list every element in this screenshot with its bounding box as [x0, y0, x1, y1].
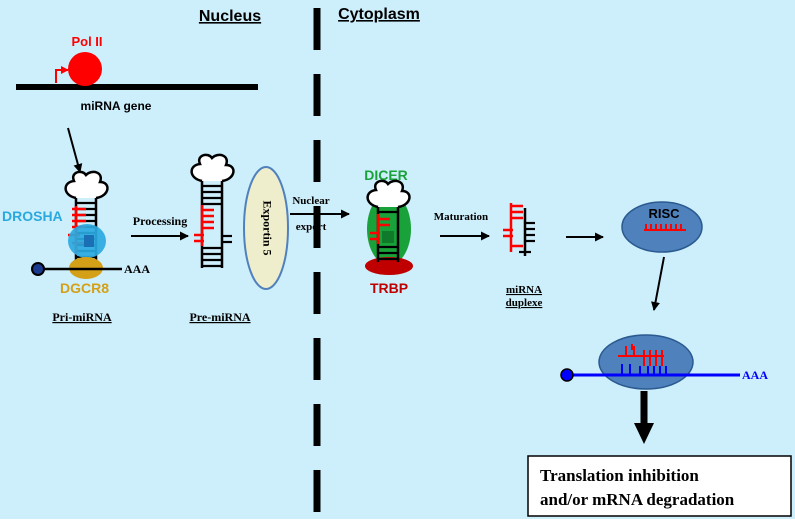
maturation-label: Maturation [434, 211, 488, 223]
exportin-5-label: Exportin 5 [260, 200, 274, 255]
gene-label: miRNA gene [81, 99, 152, 113]
trbp-label: TRBP [370, 280, 408, 296]
mrna-tail-label: AAA [742, 368, 768, 382]
pol-ii-circle [68, 52, 102, 86]
risc-target-complex [598, 334, 694, 390]
nucleus-header: Nucleus [199, 8, 261, 25]
risc-guide-strand [644, 224, 686, 231]
cytoplasm-header: Cytoplasm [338, 6, 420, 23]
duplex-label-line2: duplexe [506, 297, 543, 309]
duplex-label-line1: miRNA [506, 284, 542, 296]
drosha-core [84, 235, 94, 247]
export-label-line1: Nuclear [292, 195, 329, 207]
outcome-box [527, 455, 792, 517]
outcome-line2: and/or mRNA degradation [540, 490, 735, 509]
pre-mirna-name: Pre-miRNA [189, 310, 250, 324]
pre-mirna-structure [190, 153, 235, 268]
mirna-duplex [503, 203, 535, 256]
transcription-arrow [67, 127, 83, 173]
tss-arrow-icon [55, 66, 69, 83]
cap-circle [31, 262, 45, 276]
processing-label: Processing [133, 214, 187, 228]
pri-mirna-name: Pri-miRNA [52, 310, 112, 324]
outcome-arrow-head [634, 423, 654, 444]
pri-tail-label: AAA [124, 262, 150, 276]
exportin-5-protein [243, 166, 289, 290]
dicer-label: DICER [364, 167, 408, 183]
pol-ii-label: Pol II [71, 34, 102, 49]
mrna-cap-circle [560, 368, 574, 382]
risc-label: RISC [648, 206, 680, 221]
drosha-label: DROSHA [2, 208, 63, 224]
dgcr8-label: DGCR8 [60, 280, 109, 296]
dicer-hairpin [366, 179, 411, 262]
targeting-arrow [651, 256, 665, 311]
mirna-mrna-pairing [618, 344, 667, 375]
export-label-line2: export [296, 221, 327, 233]
outcome-line1: Translation inhibition [540, 466, 699, 485]
